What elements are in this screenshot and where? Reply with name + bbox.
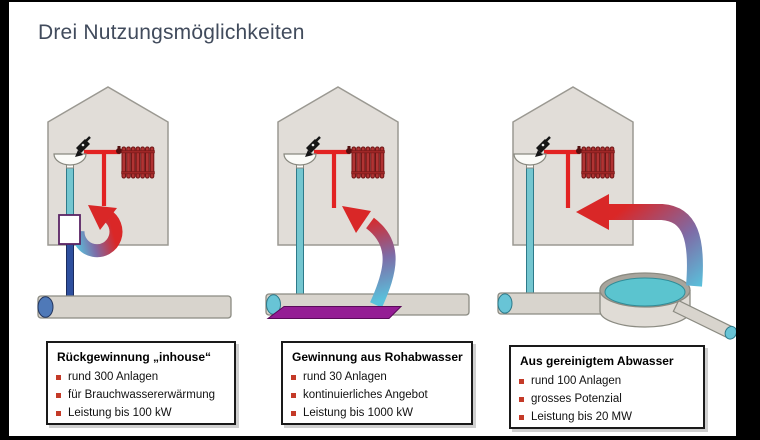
radiator-icon (575, 145, 615, 179)
info-box-title: Rückgewinnung „inhouse“ (57, 350, 212, 364)
basin-outlet-pipe (672, 299, 738, 340)
bullet-square-icon (291, 374, 296, 380)
frame-bar-bottom (0, 436, 760, 440)
sink-drain-pipe (296, 165, 304, 297)
list-item: rund 100 Anlagen (519, 372, 695, 390)
diagram-inhouse-recovery (37, 86, 232, 319)
heat-flow-arrowhead (342, 206, 371, 233)
sewer-water-cap (37, 296, 54, 318)
bullet-square-icon (56, 392, 61, 398)
bullet-square-icon (519, 396, 524, 402)
list-item-label: rund 30 Anlagen (303, 371, 387, 383)
info-box-treated-wastewater: Aus gereinigtem Abwasser rund 100 Anlage… (509, 345, 705, 429)
radiator-icon (345, 145, 385, 179)
heat-flow-arrow (602, 204, 703, 287)
list-item: grosses Potenzial (519, 390, 695, 408)
list-item-label: grosses Potenzial (531, 393, 622, 405)
heat-flow-arrowhead (576, 194, 609, 230)
diagram-raw-sewage-recovery (265, 86, 470, 319)
info-box-inhouse: Rückgewinnung „inhouse“ rund 300 Anlagen… (46, 341, 236, 425)
info-box-title: Gewinnung aus Rohabwasser (292, 350, 463, 364)
list-item-label: Leistung bis 100 kW (68, 407, 172, 419)
list-item: rund 300 Anlagen (56, 368, 226, 386)
list-item-label: rund 300 Anlagen (68, 371, 159, 383)
list-item: Leistung bis 20 MW (519, 408, 695, 426)
heat-exchanger-box (58, 214, 81, 245)
bullet-square-icon (519, 378, 524, 384)
heat-flow-arrowhead (88, 205, 117, 230)
sink-drain-pipe (526, 165, 534, 299)
bullet-square-icon (291, 392, 296, 398)
hot-water-pipe (84, 149, 120, 206)
outlet-water-cap (724, 325, 738, 340)
sewage-down-pipe (66, 242, 74, 300)
list-item-label: für Brauchwassererwärmung (68, 389, 216, 401)
list-item-label: kontinuierliches Angebot (303, 389, 428, 401)
frame-bar-top (0, 0, 760, 2)
heat-flow-arrow (365, 217, 396, 308)
bullet-square-icon (291, 410, 296, 416)
list-item-label: rund 100 Anlagen (531, 375, 622, 387)
diagram-treated-wastewater-recovery (497, 86, 738, 340)
info-box-title: Aus gereinigtem Abwasser (520, 354, 674, 368)
info-box-raw-sewage: Gewinnung aus Rohabwasser rund 30 Anlage… (281, 341, 473, 425)
frame-bar-left (0, 0, 9, 440)
list-item: rund 30 Anlagen (291, 368, 463, 386)
list-item: kontinuierliches Angebot (291, 386, 463, 404)
list-item: für Brauchwassererwärmung (56, 386, 226, 404)
radiator-icon (115, 145, 155, 179)
list-item: Leistung bis 100 kW (56, 404, 226, 422)
sink-drain-pipe (66, 165, 74, 218)
sewer-heat-exchanger-strip (266, 306, 403, 319)
bullet-square-icon (519, 414, 524, 420)
list-item: Leistung bis 1000 kW (291, 404, 463, 422)
hot-water-pipe (544, 149, 580, 208)
list-item-label: Leistung bis 1000 kW (303, 407, 413, 419)
page-title: Drei Nutzungsmöglichkeiten (38, 21, 305, 44)
treatment-basin-water (604, 277, 686, 307)
frame-bar-right (736, 0, 760, 440)
bullet-square-icon (56, 374, 61, 380)
bullet-square-icon (56, 410, 61, 416)
sewer-water-cap (497, 293, 513, 314)
sewer-pipe (37, 295, 232, 319)
hot-water-pipe (314, 149, 350, 208)
list-item-label: Leistung bis 20 MW (531, 411, 632, 423)
